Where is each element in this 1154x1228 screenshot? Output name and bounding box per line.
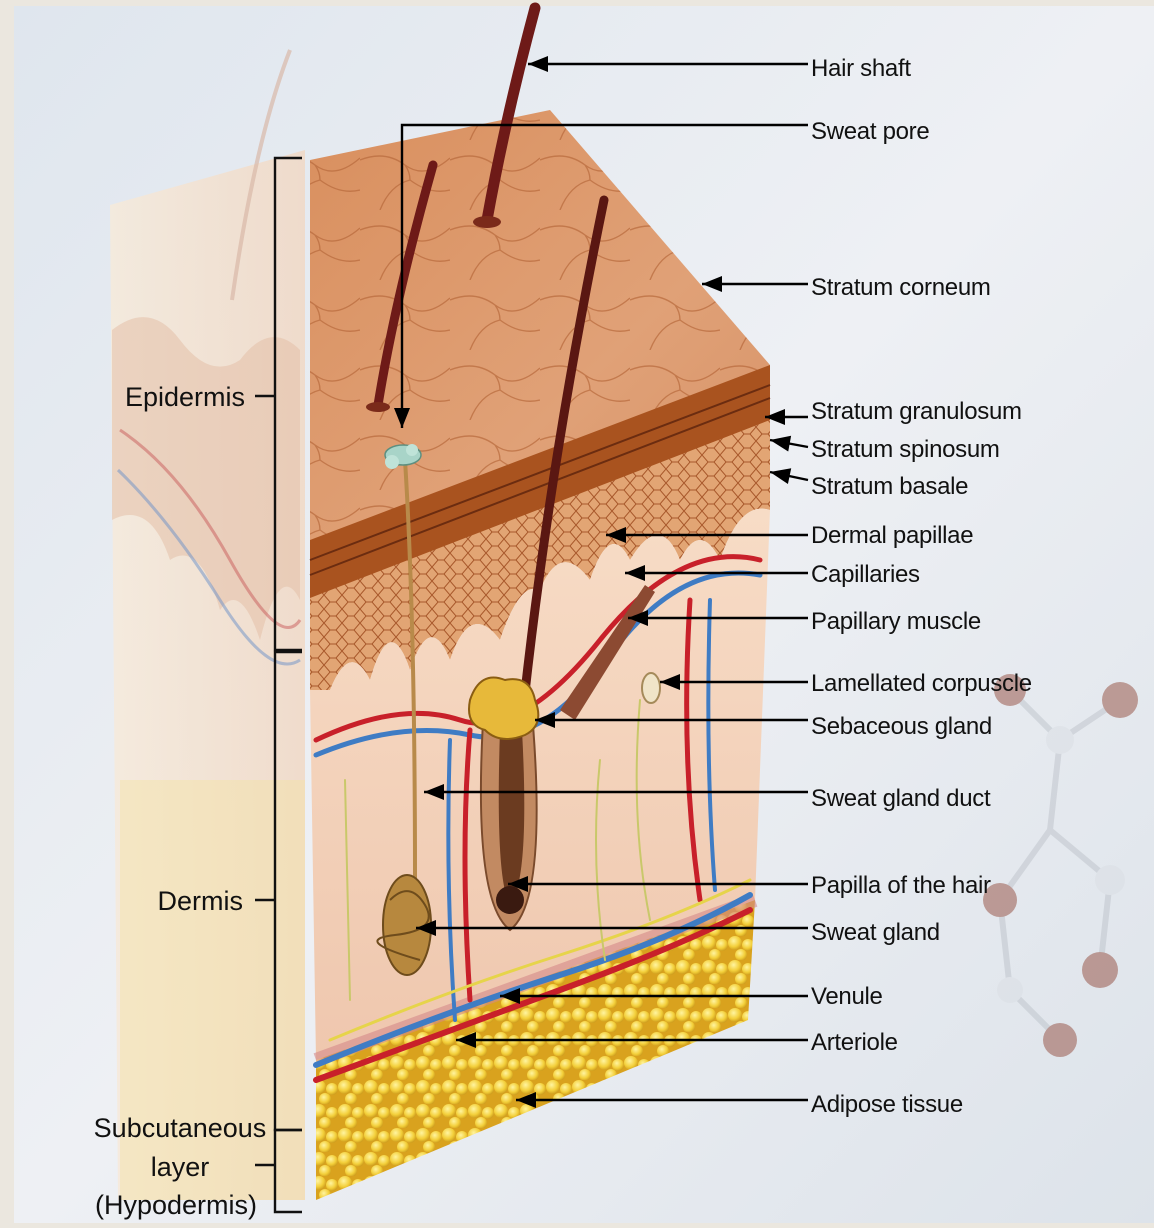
label-sweat-gland: Sweat gland	[811, 919, 940, 946]
label-stratum-spinosum: Stratum spinosum	[811, 436, 1000, 463]
label-dermal-papillae: Dermal papillae	[811, 522, 973, 549]
label-venule: Venule	[811, 983, 883, 1010]
label-stratum-granulosum: Stratum granulosum	[811, 398, 1022, 425]
label-sweat-gland-duct: Sweat gland duct	[811, 785, 991, 812]
region-subcutaneous-line2: layer	[151, 1152, 210, 1182]
region-subcutaneous-line3: (Hypodermis)	[95, 1190, 257, 1220]
label-lamellated-corpuscle: Lamellated corpuscle	[811, 670, 1032, 697]
label-arteriole: Arteriole	[811, 1029, 898, 1056]
region-epidermis: Epidermis	[125, 382, 245, 412]
label-papillary-muscle: Papillary muscle	[811, 608, 981, 635]
label-papilla-of-hair: Papilla of the hair	[811, 872, 991, 899]
label-adipose-tissue: Adipose tissue	[811, 1091, 963, 1118]
label-sebaceous-gland: Sebaceous gland	[811, 713, 992, 740]
label-stratum-basale: Stratum basale	[811, 473, 968, 500]
region-subcutaneous-line1: Subcutaneous	[94, 1113, 267, 1143]
corpuscle-shape	[642, 673, 660, 703]
label-hair-shaft: Hair shaft	[811, 55, 911, 82]
label-stratum-corneum: Stratum corneum	[811, 274, 991, 301]
region-dermis: Dermis	[158, 886, 244, 916]
label-capillaries: Capillaries	[811, 561, 920, 588]
label-sweat-pore: Sweat pore	[811, 118, 929, 145]
